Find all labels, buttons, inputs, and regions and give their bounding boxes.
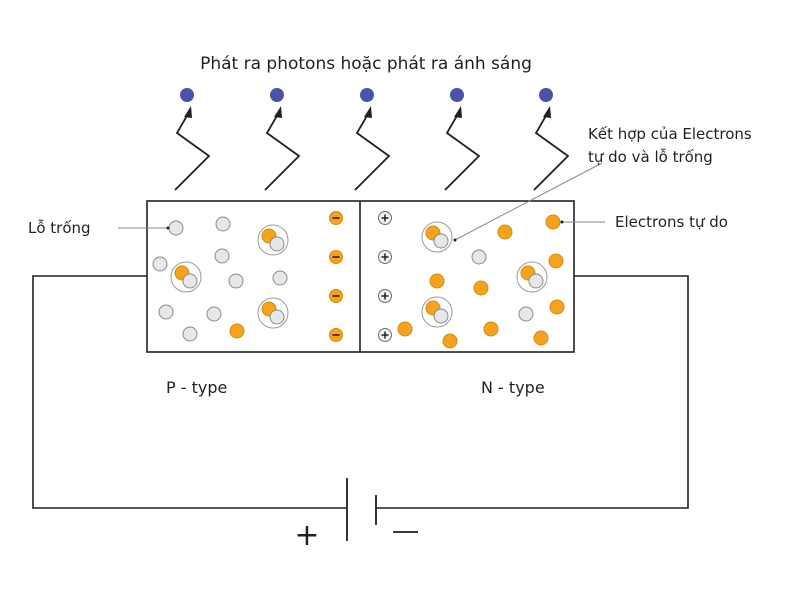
- recombination-label-line1: Kết hợp của Electrons: [588, 125, 752, 143]
- negative-ion-icon: [329, 250, 343, 264]
- hole: [152, 256, 168, 272]
- n-type-label: N - type: [481, 378, 545, 397]
- circuit: [32, 275, 689, 509]
- hole: [182, 326, 198, 342]
- free-electron: [483, 321, 499, 337]
- emission-arrow-icon: [264, 106, 301, 191]
- photon-dot: [360, 88, 374, 102]
- hole: [471, 249, 487, 265]
- recombination-pair: [421, 296, 453, 328]
- free-electron: [497, 224, 513, 240]
- recombination-pair: [257, 224, 289, 256]
- negative-ion-icon: [329, 289, 343, 303]
- diagram-title: Phát ra photons hoặc phát ra ánh sáng: [200, 54, 532, 74]
- photon-dot: [450, 88, 464, 102]
- negative-ion-icon: [329, 328, 343, 342]
- right-wire: [376, 275, 689, 509]
- hole-pointer-dot: [166, 226, 170, 230]
- positive-ion-icon: [378, 289, 392, 303]
- emission-arrow-icon: [533, 106, 570, 191]
- negative-ion-icon: [329, 211, 343, 225]
- hole: [206, 306, 222, 322]
- free-electron: [442, 333, 458, 349]
- recombination-pair: [170, 261, 202, 293]
- free-electron: [429, 273, 445, 289]
- photon-dot: [539, 88, 553, 102]
- battery: [346, 478, 377, 541]
- hole: [158, 304, 174, 320]
- photons-group: [174, 88, 570, 191]
- free-electron: [473, 280, 489, 296]
- recombination-pair: [257, 297, 289, 329]
- recombination-pointer-dot: [453, 238, 457, 242]
- emission-arrow-icon: [444, 106, 481, 191]
- free-electron: [548, 253, 564, 269]
- recombination-pair: [421, 221, 453, 253]
- hole-label: Lỗ trống: [28, 219, 91, 237]
- hole: [272, 270, 288, 286]
- positive-ion-icon: [378, 211, 392, 225]
- positive-ion-icon: [378, 328, 392, 342]
- free-electron: [533, 330, 549, 346]
- recombination-pointer-line: [454, 162, 603, 241]
- photon-dot: [270, 88, 284, 102]
- particles-group: [152, 211, 565, 349]
- free-electron: [229, 323, 245, 339]
- p-type-label: P - type: [166, 378, 227, 397]
- left-wire: [32, 275, 347, 509]
- photon-dot: [180, 88, 194, 102]
- battery-plus-sign: +: [294, 518, 319, 553]
- emission-arrow-icon: [174, 106, 211, 191]
- hole: [215, 216, 231, 232]
- recombination-pair: [516, 261, 548, 293]
- recombination-label-line2: tự do và lỗ trống: [588, 148, 713, 166]
- free-electron: [397, 321, 413, 337]
- hole: [518, 306, 534, 322]
- emission-arrow-icon: [354, 106, 391, 191]
- free-electron-pointer-dot: [560, 220, 564, 224]
- free-electrons-label: Electrons tự do: [615, 213, 728, 231]
- hole: [168, 220, 184, 236]
- positive-ion-icon: [378, 250, 392, 264]
- free-electron: [545, 214, 561, 230]
- free-electron: [549, 299, 565, 315]
- hole: [214, 248, 230, 264]
- hole: [228, 273, 244, 289]
